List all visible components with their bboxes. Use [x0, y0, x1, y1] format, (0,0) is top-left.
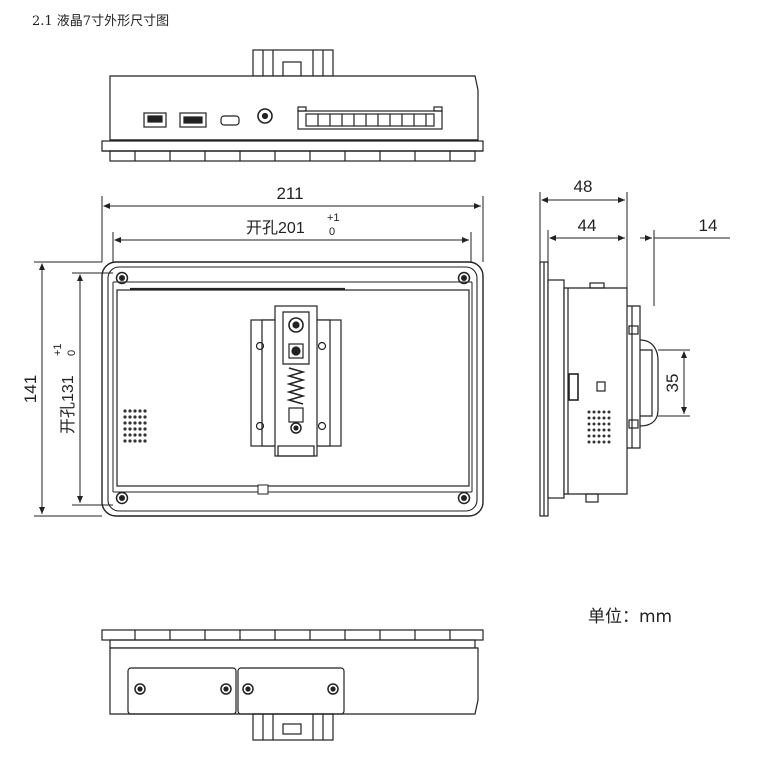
bottom-view-bezel: [101, 629, 484, 641]
front-view: [101, 261, 484, 517]
top-view-bezel: [101, 140, 484, 152]
bottom-cover-left: [127, 667, 237, 715]
cutout-width-tol-lower: 0: [329, 226, 335, 238]
cutout-height-label: 开孔131: [59, 375, 77, 434]
cutout-height-value: 131: [60, 375, 77, 402]
bottom-view-bezel-ticks: [134, 630, 451, 640]
rail-height-label: 35: [663, 374, 682, 393]
front-screw-tr: [457, 271, 471, 285]
terminal-block: [297, 106, 443, 130]
top-view: [101, 49, 484, 162]
cutout-height-tol-lower: 0: [66, 350, 78, 356]
side-view: [539, 261, 659, 517]
top-view-housing: [109, 75, 479, 141]
front-screw-br: [457, 491, 471, 505]
bottom-view: [101, 629, 484, 741]
side-total-depth-label: 48: [574, 177, 593, 196]
power-jack: [257, 108, 273, 124]
overall-height-label: 141: [21, 375, 40, 403]
bottom-view-housing: [109, 647, 479, 715]
units-label: 单位：mm: [588, 607, 673, 627]
front-screw-tl: [115, 271, 129, 285]
width-dimensions: [101, 196, 484, 262]
side-vent-grille: [587, 410, 611, 444]
front-din-bracket: [250, 305, 342, 457]
top-view-rail-bracket: [252, 49, 334, 77]
cutout-width-label: 开孔201: [246, 219, 305, 237]
bottom-rail-bracket: [252, 713, 334, 741]
ethernet-port: [143, 112, 167, 128]
bottom-screws: [134, 683, 339, 695]
cutout-height-prefix: 开孔: [59, 402, 77, 434]
usb-port: [179, 112, 207, 128]
cutout-width-prefix: 开孔: [246, 219, 278, 237]
cutout-width-value: 201: [278, 220, 305, 237]
side-housing: [563, 287, 628, 495]
cutout-width-tol-upper: +1: [327, 212, 340, 224]
front-bezel-inner: [107, 266, 478, 512]
overall-width-label: 211: [276, 184, 303, 203]
side-bracket-depth-label: 14: [699, 216, 718, 235]
side-din-clip: [627, 305, 659, 449]
side-body-depth-label: 44: [578, 216, 597, 235]
side-dimensions: [539, 192, 730, 417]
micro-usb-port: [220, 115, 240, 126]
speaker-grille: [123, 409, 147, 443]
cutout-height-tol-upper: +1: [52, 343, 64, 356]
section-heading: 2.1 液晶7寸外形尺寸图: [32, 14, 170, 29]
top-view-bezel-ticks: [134, 151, 451, 161]
front-screw-bl: [115, 491, 129, 505]
height-dimensions: [34, 261, 113, 517]
